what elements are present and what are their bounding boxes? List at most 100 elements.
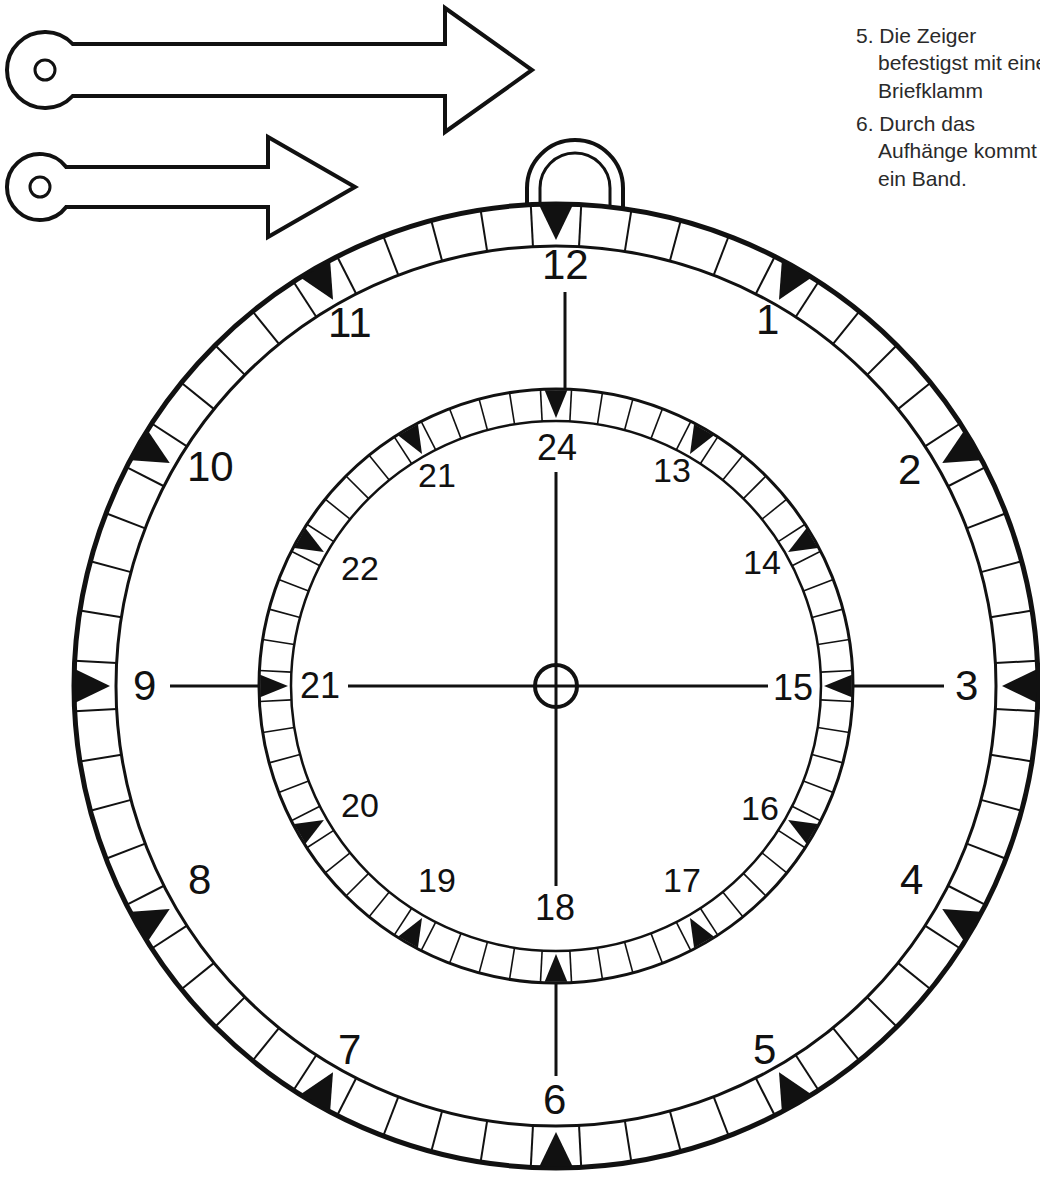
tick-line xyxy=(967,844,1006,859)
tick-line xyxy=(723,455,743,480)
tick-line xyxy=(90,561,131,572)
tick-line xyxy=(925,423,960,446)
hour-triangle xyxy=(131,909,169,941)
tick-line xyxy=(510,948,515,980)
guide-line xyxy=(555,984,558,1076)
hour-triangle xyxy=(824,675,852,698)
tick-line xyxy=(369,892,389,917)
hour-triangle xyxy=(131,431,169,463)
tick-line xyxy=(803,781,833,792)
tick-line xyxy=(279,580,309,591)
tick-line xyxy=(540,951,542,983)
hour-number: 1 xyxy=(756,299,779,341)
hour-triangle xyxy=(690,918,714,948)
tick-line xyxy=(106,844,145,859)
inner-hour-number: 14 xyxy=(743,545,781,579)
tick-line xyxy=(651,409,662,439)
tick-line xyxy=(670,220,681,261)
tick-line xyxy=(127,467,164,486)
tick-line xyxy=(325,499,350,519)
tick-line xyxy=(279,781,309,792)
tick-line xyxy=(597,948,602,980)
inner-dial-outer xyxy=(259,389,853,983)
tick-line xyxy=(263,727,295,732)
hour-triangle xyxy=(539,205,573,240)
tick-line xyxy=(291,806,320,821)
tick-line xyxy=(80,755,121,762)
tick-line xyxy=(531,205,533,247)
tick-line xyxy=(383,236,398,275)
inner-hour-number: 19 xyxy=(418,863,456,897)
hour-number: 2 xyxy=(898,449,921,491)
inner-hour-number: 18 xyxy=(535,890,575,926)
hour-triangle xyxy=(1002,669,1037,703)
hour-triangle xyxy=(779,261,811,299)
instruction-note: 5. Die Zeiger befestigst mit einer Brief… xyxy=(856,22,1040,104)
tick-line xyxy=(796,282,819,317)
tick-line xyxy=(948,886,985,905)
tick-line xyxy=(818,640,850,645)
tick-line xyxy=(991,611,1032,618)
instruction-note: 6. Durch das Aufhänge kommt ein Band. xyxy=(856,110,1040,192)
hour-triangle xyxy=(294,820,324,844)
hand-hole xyxy=(30,177,50,197)
tick-line xyxy=(670,1111,681,1152)
hour-triangle xyxy=(788,528,818,552)
short-hand xyxy=(7,137,355,237)
hour-triangle xyxy=(294,528,324,552)
tick-line xyxy=(579,205,581,247)
hour-triangle xyxy=(398,918,422,948)
tick-line xyxy=(570,389,572,421)
tick-line xyxy=(90,800,131,811)
tick-line xyxy=(421,421,436,450)
inner-hour-number: 20 xyxy=(341,788,379,822)
dial-band-inner xyxy=(116,246,996,1126)
long-hand xyxy=(7,8,532,132)
tick-line xyxy=(796,1055,819,1090)
tick-line xyxy=(812,609,843,617)
hour-number: 6 xyxy=(543,1079,566,1121)
inner-hour-number: 21 xyxy=(300,668,340,704)
hour-number: 10 xyxy=(187,446,234,488)
inner-hour-number: 24 xyxy=(537,430,577,466)
tick-line xyxy=(127,886,164,905)
tick-line xyxy=(215,345,245,375)
inner-hour-number: 21 xyxy=(418,458,456,492)
hour-number: 12 xyxy=(542,244,589,286)
tick-line xyxy=(821,700,853,702)
tick-line xyxy=(676,922,691,951)
hour-number: 4 xyxy=(900,859,923,901)
tick-line xyxy=(821,670,853,672)
hour-triangle xyxy=(545,954,568,982)
tick-line xyxy=(991,755,1032,762)
tick-line xyxy=(714,1097,729,1136)
tick-line xyxy=(450,933,461,963)
tick-line xyxy=(479,399,487,430)
tick-line xyxy=(756,257,775,294)
tick-line xyxy=(898,383,931,409)
inner-hour-number: 13 xyxy=(653,453,691,487)
hour-triangle xyxy=(942,431,980,463)
dial-outer xyxy=(74,204,1038,1168)
hour-number: 8 xyxy=(188,859,211,901)
tick-line xyxy=(995,709,1037,711)
hour-triangle xyxy=(690,424,714,454)
hour-triangle xyxy=(539,1132,573,1167)
tick-line xyxy=(898,963,931,989)
tick-line xyxy=(75,709,117,711)
tick-line xyxy=(597,393,602,425)
hour-number: 9 xyxy=(133,665,156,707)
tick-line xyxy=(743,873,766,896)
tick-line xyxy=(481,1121,488,1162)
tick-line xyxy=(756,1078,775,1115)
tick-line xyxy=(293,1055,316,1090)
hour-triangle xyxy=(301,1072,333,1110)
tick-line xyxy=(792,551,821,566)
tick-line xyxy=(337,1078,356,1115)
tick-line xyxy=(967,513,1006,528)
tick-line xyxy=(579,1125,581,1167)
tick-line xyxy=(714,236,729,275)
tick-line xyxy=(651,933,662,963)
inner-hour-number: 17 xyxy=(663,863,701,897)
tick-line xyxy=(263,640,295,645)
